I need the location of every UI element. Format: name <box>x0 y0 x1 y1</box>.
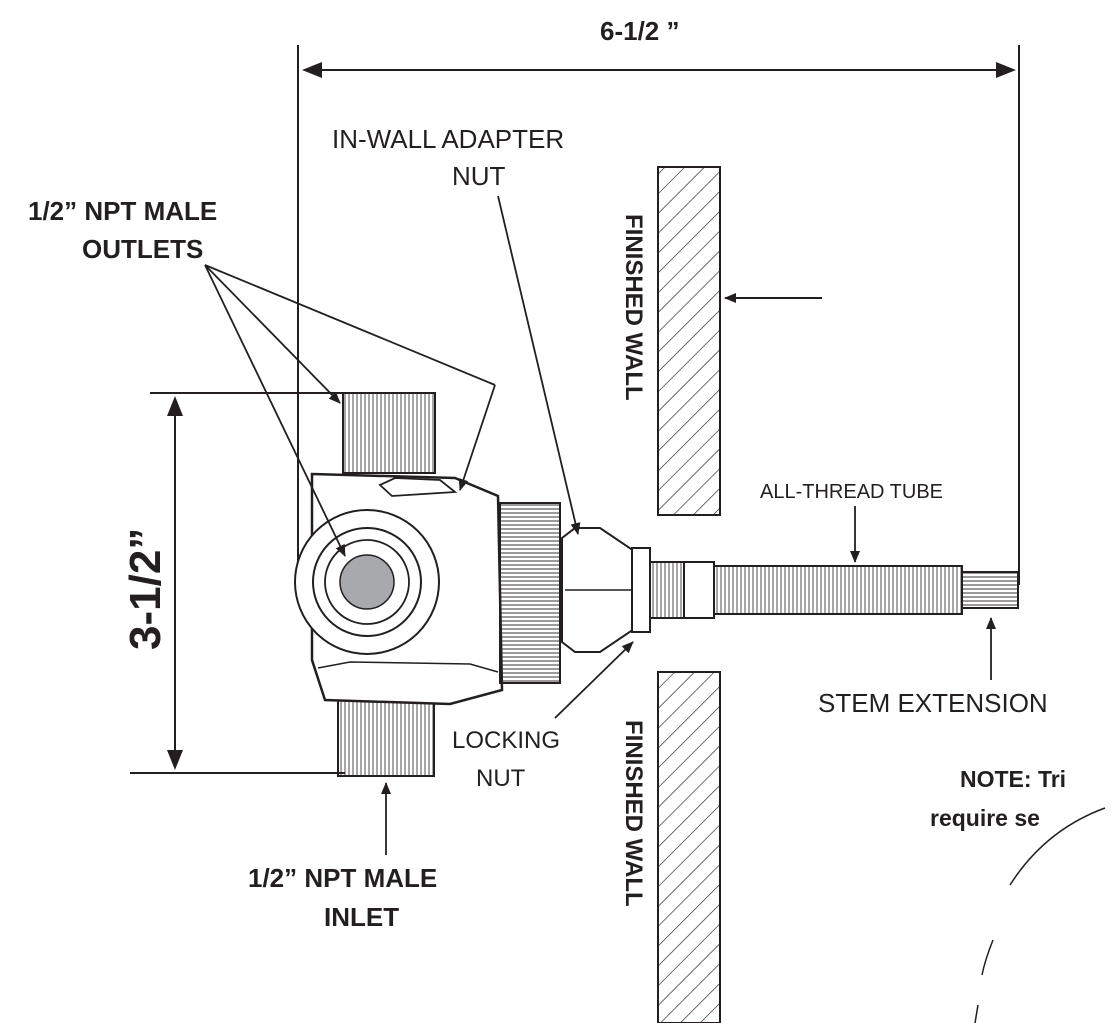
stem-extension-callout: STEM EXTENSION <box>818 617 1048 718</box>
all-thread-tube-callout: ALL-THREAD TUBE <box>760 481 943 563</box>
finished-wall-label-lower: FINISHED WALL <box>620 720 647 907</box>
valve-body <box>294 392 1019 777</box>
overall-length-dimension: 6-1/2 ” <box>297 16 1020 585</box>
inlet-label-line2: INLET <box>324 902 399 932</box>
detail-circle-arc <box>974 807 1106 1023</box>
stem-extension-label: STEM EXTENSION <box>818 688 1048 718</box>
outlets-label-line2: OUTLETS <box>82 234 203 264</box>
locking-nut-label-line2: NUT <box>476 765 526 792</box>
height-dimension: 3-1/2” <box>121 392 345 774</box>
overall-length-label: 6-1/2 ” <box>600 16 680 46</box>
note: NOTE: Tri require se <box>930 766 1066 831</box>
adapter-nut-label-line2: NUT <box>452 161 506 191</box>
outlets-label-line1: 1/2” NPT MALE <box>28 196 217 226</box>
inlet-label-line1: 1/2” NPT MALE <box>248 863 437 893</box>
finished-wall-upper <box>657 166 721 516</box>
outlet-port-opening <box>339 554 395 610</box>
all-thread-tube-label: ALL-THREAD TUBE <box>760 481 943 503</box>
finished-wall-lower <box>657 671 721 1023</box>
locking-nut-label-line1: LOCKING <box>452 727 560 754</box>
adapter-nut-callout: IN-WALL ADAPTER NUT <box>332 124 581 535</box>
note-line2: require se <box>930 805 1040 831</box>
inlet-callout: 1/2” NPT MALE INLET <box>248 782 437 932</box>
height-label: 3-1/2” <box>121 528 170 650</box>
note-line1: NOTE: Tri <box>960 766 1066 792</box>
locking-nut-callout: LOCKING NUT <box>452 641 634 792</box>
adapter-nut-label-line1: IN-WALL ADAPTER <box>332 124 564 154</box>
finished-wall-label-upper: FINISHED WALL <box>620 214 647 401</box>
outlets-callout: 1/2” NPT MALE OUTLETS <box>28 196 496 557</box>
